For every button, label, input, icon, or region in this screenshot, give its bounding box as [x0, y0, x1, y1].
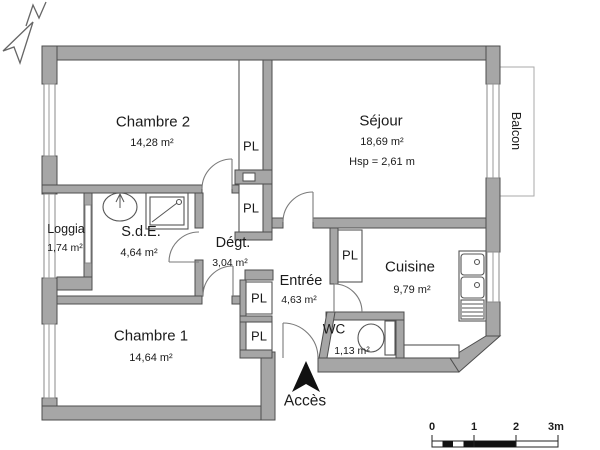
closet-label: PL: [251, 329, 267, 344]
doors: [168, 158, 363, 359]
wall-segment: [485, 45, 501, 85]
closet-box: [238, 59, 264, 171]
room-area-entree: 4,63 m²: [281, 294, 317, 306]
door-swing: [282, 191, 314, 223]
room-label-wc: WC: [323, 322, 346, 337]
wall-diagonal-wc: [318, 311, 336, 359]
room-label-cuisine: Cuisine: [385, 259, 435, 276]
wall-segment: [41, 184, 203, 194]
windows: [43, 83, 500, 399]
room-label-sejour: Séjour: [359, 113, 402, 130]
interior-walls: [41, 59, 487, 359]
wall-segment: [41, 45, 501, 61]
wall-segment: [485, 301, 501, 337]
sink-drainer: [460, 299, 485, 320]
closet-label: PL: [243, 139, 259, 154]
room-labels: Chambre 2 14,28 m² Séjour 18,69 m² Hsp =…: [47, 112, 523, 410]
room-area-cuisine: 9,79 m²: [393, 284, 431, 296]
scale-tick-1: 1: [471, 421, 477, 433]
wall-notch: [242, 172, 256, 182]
wall-segment: [395, 319, 405, 359]
wall-segment: [41, 277, 58, 325]
exterior-walls: [41, 45, 502, 421]
wall-segment: [41, 45, 58, 85]
wall-segment: [239, 315, 273, 323]
toilet-tank: [384, 320, 396, 356]
room-area-sejour: 18,69 m²: [360, 136, 404, 148]
kitchen-counter: [403, 344, 460, 359]
wall-segment: [312, 217, 487, 229]
room-area-sde: 4,64 m²: [120, 247, 158, 259]
room-label-degt: Dégt.: [216, 235, 251, 251]
wall-segment: [56, 295, 203, 305]
wall-segment: [41, 405, 269, 421]
balcony-label: Balcon: [509, 112, 523, 150]
scale-tick-0: 0: [429, 421, 435, 433]
closet-box: [238, 183, 264, 233]
scale-tick-2: 2: [513, 421, 519, 433]
room-area-degt: 3,04 m²: [212, 257, 248, 269]
wall-segment: [260, 351, 276, 421]
room-label-chambre2: Chambre 2: [116, 114, 190, 131]
ceiling-height-sejour: Hsp = 2,61 m: [349, 156, 415, 168]
room-area-wc: 1,13 m²: [334, 345, 370, 357]
closet-box: [245, 281, 273, 315]
room-label-sde: S.d.E.: [121, 224, 161, 240]
fixtures: [102, 192, 487, 359]
wall-segment: [194, 259, 204, 297]
wall-segment: [317, 357, 460, 373]
closet-label: PL: [342, 248, 358, 263]
access-arrow-icon: [292, 361, 320, 392]
room-area-loggia: 1,74 m²: [47, 242, 83, 254]
room-area-chambre2: 14,28 m²: [130, 137, 174, 149]
door-swing: [202, 265, 234, 297]
wall-segment: [194, 192, 204, 229]
door-swing: [168, 231, 200, 263]
wall-segment: [271, 217, 284, 229]
closet-label: PL: [251, 291, 267, 306]
closet-box: [245, 321, 273, 351]
door-swing: [333, 283, 363, 313]
balcony-outline: [497, 66, 535, 197]
closet-box: [337, 229, 363, 283]
toilet-icon: [357, 323, 385, 353]
room-area-chambre1: 14,64 m²: [129, 352, 173, 364]
window: [84, 204, 92, 264]
room-label-entree: Entrée: [280, 273, 323, 289]
room-label-chambre1: Chambre 1: [114, 328, 188, 345]
north-arrow-icon: [2, 1, 47, 65]
wall-segment: [485, 177, 501, 253]
wall-segment: [239, 349, 273, 359]
wall-segment: [244, 269, 274, 281]
room-label-loggia: Loggia: [47, 222, 85, 236]
wall-segment: [56, 276, 93, 291]
door-swing: [201, 158, 233, 190]
door-swing: [282, 322, 319, 359]
shower-drain: [175, 198, 183, 206]
faucet-icon: [115, 192, 125, 208]
access-label: Accès: [284, 393, 326, 410]
wall-segment: [329, 227, 339, 285]
scale-tick-3: 3m: [548, 421, 564, 433]
wall-segment: [262, 59, 273, 233]
closet-label: PL: [243, 201, 259, 216]
scale-bar: 0 1 2 3m: [429, 421, 564, 448]
closets: [238, 59, 363, 351]
wall-segment: [325, 311, 405, 321]
